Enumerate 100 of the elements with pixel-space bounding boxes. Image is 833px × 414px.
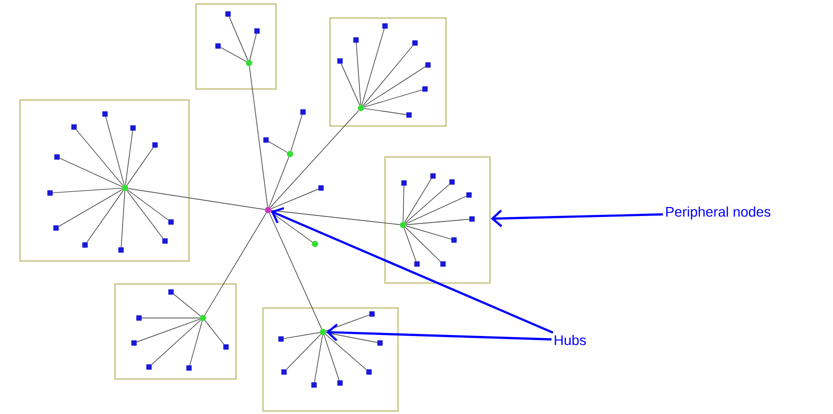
node-square (451, 237, 457, 243)
connector-line (105, 116, 125, 186)
connector-line (325, 334, 367, 370)
connector-line (363, 66, 426, 107)
node-square (168, 219, 174, 225)
connector-line (406, 226, 452, 240)
node-square (318, 185, 324, 191)
connector-line (364, 89, 423, 108)
node-square (136, 315, 142, 321)
node-square (337, 58, 343, 64)
node-square (146, 364, 152, 370)
node-square (377, 340, 383, 346)
connector-line (356, 42, 362, 106)
node-square (440, 261, 446, 267)
node-square (449, 179, 455, 185)
cluster-box (114, 283, 237, 380)
node-square (382, 23, 388, 29)
connector-line (151, 320, 201, 365)
connector-line (268, 156, 290, 208)
node-square (168, 289, 174, 295)
connector-line (189, 320, 202, 366)
node-square (162, 238, 168, 244)
node-square (412, 40, 418, 46)
node-square (369, 311, 375, 317)
connector-line (362, 28, 385, 106)
connector-line (52, 188, 122, 194)
node-square (337, 380, 343, 386)
node-square (152, 142, 158, 148)
cluster-box (329, 17, 447, 127)
connector-line (404, 178, 432, 223)
connector-line (405, 184, 450, 224)
connector-line (364, 108, 407, 115)
node-square (469, 216, 475, 222)
arrow (270, 207, 554, 334)
node-square (54, 154, 60, 160)
arrow (326, 324, 552, 342)
connector-line (128, 188, 266, 210)
node-square (131, 340, 137, 346)
connector-line (249, 33, 257, 60)
connector-line (314, 334, 323, 383)
connector-line (324, 334, 340, 381)
node-square (466, 192, 472, 198)
arrow (490, 210, 663, 228)
connector-line (290, 114, 303, 152)
connector-line (340, 63, 360, 106)
node-square (430, 173, 436, 179)
node-square (311, 382, 317, 388)
connector-line (270, 212, 313, 242)
node-square (47, 190, 53, 196)
node-square (406, 112, 412, 118)
connector-line (283, 332, 320, 339)
node-square (401, 180, 407, 186)
node-square (118, 247, 124, 253)
annotation-text: Hubs (554, 334, 586, 346)
connector-line (404, 228, 416, 262)
connector-line (228, 16, 248, 60)
node-square (223, 344, 229, 350)
connector-line (58, 189, 123, 227)
connector-line (362, 45, 414, 106)
node-square (353, 37, 359, 43)
connector-line (326, 332, 378, 343)
connector-line (204, 320, 224, 345)
node-square (254, 28, 260, 34)
connector-line (270, 110, 360, 208)
connector-line (86, 190, 124, 243)
connector-line (249, 66, 268, 208)
connector-line (406, 196, 467, 224)
connector-line (326, 314, 370, 332)
node-square (263, 137, 269, 143)
node-square (130, 125, 136, 131)
connector-line (127, 190, 169, 220)
cluster-box (262, 307, 399, 412)
cluster-box (19, 99, 190, 262)
node-square (215, 43, 221, 49)
connector-line (268, 212, 322, 330)
connector-line (270, 188, 319, 210)
connector-line (220, 47, 247, 62)
annotation-text: Peripheral nodes (666, 206, 770, 220)
connector-line (59, 158, 122, 188)
cluster-box (195, 3, 277, 90)
connector-line (270, 210, 400, 225)
connector-line (126, 147, 154, 186)
node-square (422, 86, 428, 92)
connector-line (204, 212, 267, 316)
cluster-box (384, 156, 491, 284)
connector-line (402, 185, 404, 222)
connector-line (120, 190, 126, 248)
connector-line (268, 141, 288, 153)
node-square (300, 109, 306, 115)
connector-line (125, 130, 133, 186)
connector-line (126, 190, 164, 239)
node-square (414, 261, 420, 267)
node-square (278, 336, 284, 342)
node-square (53, 225, 59, 231)
connector-line (173, 294, 201, 316)
node-square (225, 11, 231, 17)
connector-line (76, 129, 124, 186)
node-square (366, 369, 372, 375)
connector-line (404, 226, 441, 262)
node-square (186, 365, 192, 371)
